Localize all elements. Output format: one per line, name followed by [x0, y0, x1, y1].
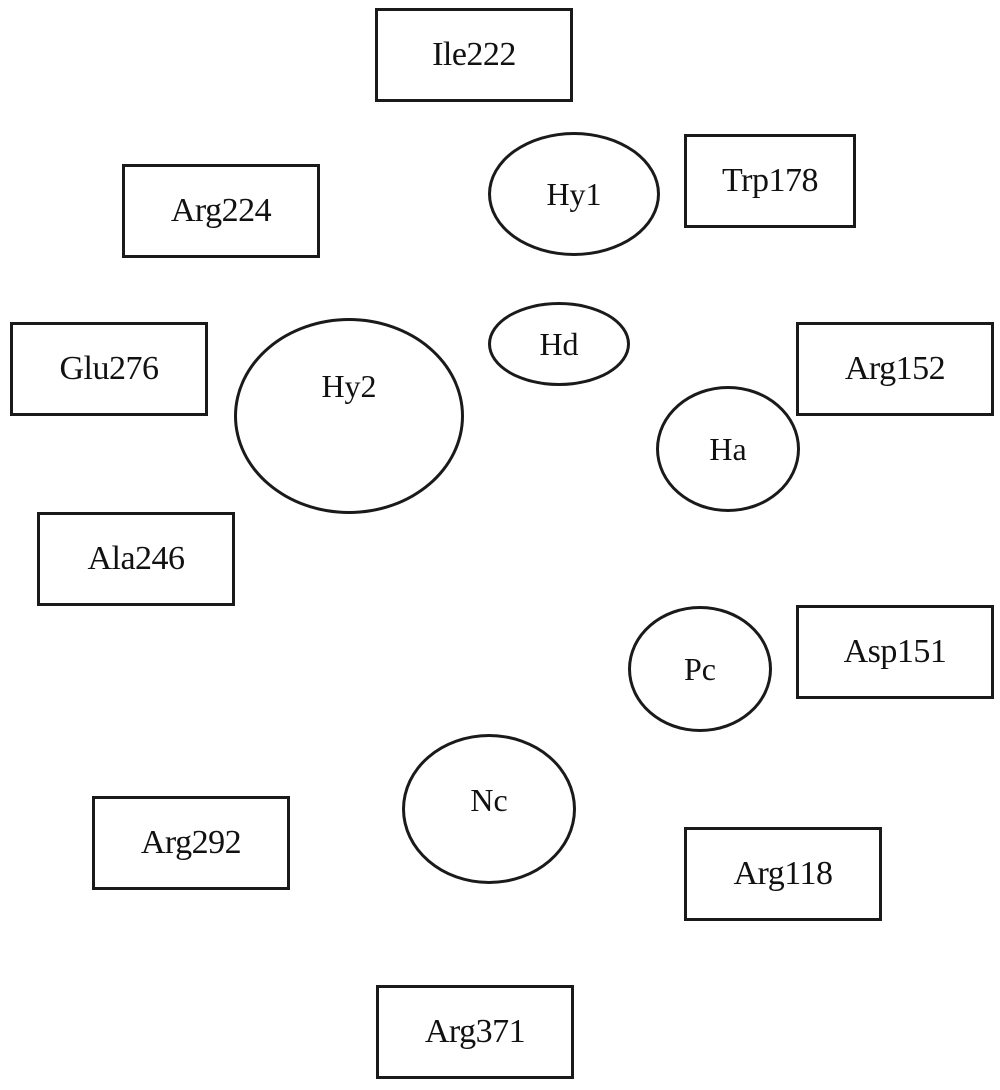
residue-label-arg152: Arg152: [844, 350, 946, 387]
residue-box-trp178: Trp178: [684, 134, 856, 228]
residue-box-ala246: Ala246: [37, 512, 235, 606]
residue-box-asp151: Asp151: [796, 605, 994, 699]
residue-label-arg118: Arg118: [733, 855, 834, 892]
residue-label-ala246: Ala246: [87, 540, 185, 577]
feature-label-pc: Pc: [684, 651, 716, 687]
residue-box-glu276: Glu276: [10, 322, 208, 416]
feature-ellipse-hy2: Hy2: [234, 318, 464, 514]
residue-label-trp178: Trp178: [722, 162, 818, 199]
feature-ellipse-hd: Hd: [488, 302, 630, 386]
residue-box-arg152: Arg152: [796, 322, 994, 416]
residue-box-ile222: Ile222: [375, 8, 573, 102]
residue-label-glu276: Glu276: [59, 350, 160, 387]
feature-ellipse-pc: Pc: [628, 606, 772, 732]
feature-ellipse-hy1: Hy1: [488, 132, 660, 256]
residue-box-arg292: Arg292: [92, 796, 290, 890]
residue-box-arg371: Arg371: [376, 985, 574, 1079]
residue-label-asp151: Asp151: [843, 633, 947, 670]
residue-box-arg118: Arg118: [684, 827, 882, 921]
feature-label-nc: Nc: [470, 782, 508, 818]
feature-label-hy1: Hy1: [546, 176, 602, 212]
feature-ellipse-nc: Nc: [402, 734, 576, 884]
residue-label-arg371: Arg371: [424, 1013, 526, 1050]
residue-label-arg292: Arg292: [140, 824, 242, 861]
feature-label-hy2: Hy2: [321, 368, 377, 404]
residue-label-ile222: Ile222: [432, 36, 516, 73]
residue-box-arg224: Arg224: [122, 164, 320, 258]
feature-label-ha: Ha: [709, 431, 747, 467]
residue-label-arg224: Arg224: [170, 192, 272, 229]
feature-label-hd: Hd: [539, 326, 579, 362]
feature-ellipse-ha: Ha: [656, 386, 800, 512]
